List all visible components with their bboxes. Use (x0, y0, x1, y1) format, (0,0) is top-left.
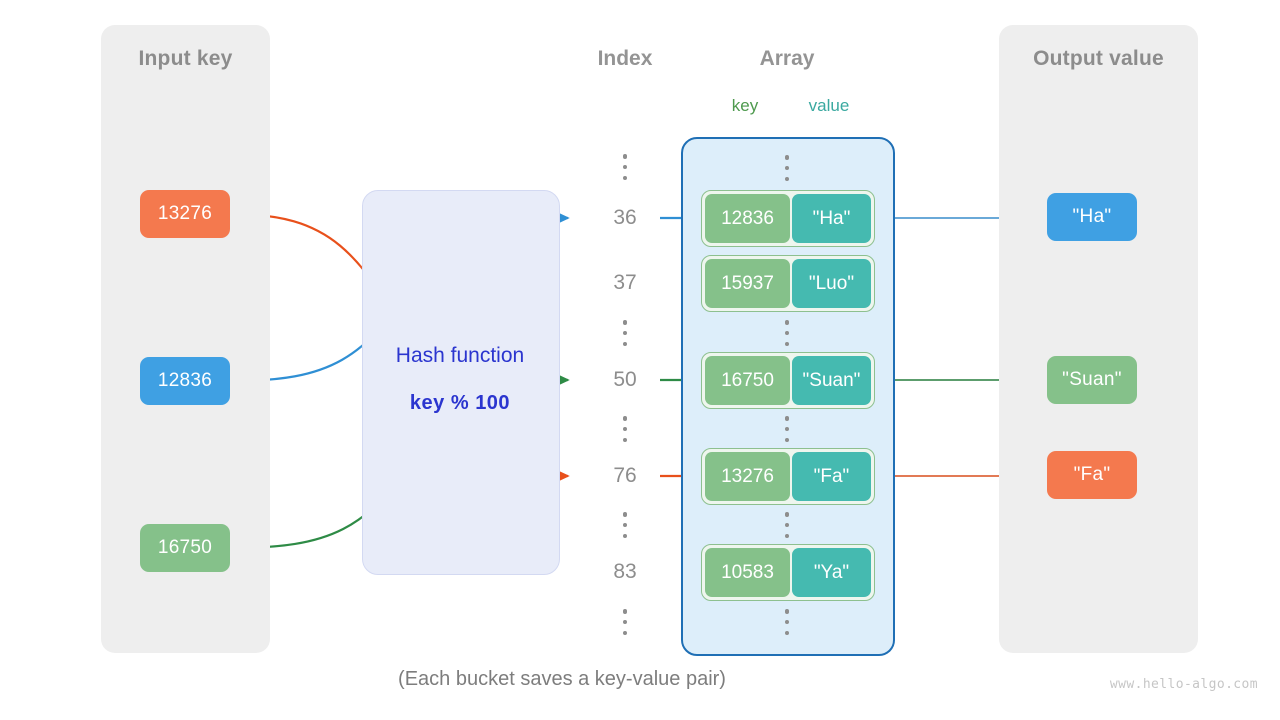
bucket-key-4: 10583 (705, 548, 790, 597)
hash-function-label: Hash function (395, 344, 525, 367)
output-value-2: "Fa" (1047, 451, 1137, 499)
index-label-50: 50 (613, 368, 637, 391)
output-value-1: "Suan" (1047, 356, 1137, 404)
array-column-title: Array (759, 47, 815, 70)
index-label-37: 37 (613, 271, 637, 294)
index-ellipsis-4 (617, 512, 633, 538)
hash-function-formula: key % 100 (409, 392, 511, 414)
array-bucket-4: 10583 "Ya" (701, 544, 875, 601)
source-watermark: www.hello-algo.com (1109, 677, 1258, 692)
bucket-key-3: 13276 (705, 452, 790, 501)
array-ellipsis-top (779, 155, 795, 181)
bucket-value-0: "Ha" (791, 194, 871, 243)
bucket-value-1: "Luo" (791, 259, 871, 308)
bucket-value-3: "Fa" (791, 452, 871, 501)
bucket-key-0: 12836 (705, 194, 790, 243)
input-key-0: 13276 (140, 190, 230, 238)
index-label-36: 36 (613, 206, 637, 229)
index-ellipsis-2 (617, 320, 633, 346)
array-ellipsis-3 (779, 416, 795, 442)
bucket-key-2: 16750 (705, 356, 790, 405)
hash-function-box (362, 190, 560, 575)
index-ellipsis-3 (617, 416, 633, 442)
output-value-0: "Ha" (1047, 193, 1137, 241)
array-ellipsis-2 (779, 320, 795, 346)
input-panel-title: Input key (138, 47, 233, 70)
array-bucket-2: 16750 "Suan" (701, 352, 875, 409)
array-bucket-1: 15937 "Luo" (701, 255, 875, 312)
input-key-1: 12836 (140, 357, 230, 405)
bucket-key-1: 15937 (705, 259, 790, 308)
output-value-panel: Output value (999, 25, 1198, 653)
array-ellipsis-bottom (779, 609, 795, 635)
index-column-title: Index (597, 47, 653, 70)
array-bucket-3: 13276 "Fa" (701, 448, 875, 505)
array-ellipsis-4 (779, 512, 795, 538)
diagram-caption: (Each bucket saves a key-value pair) (398, 668, 726, 690)
index-ellipsis-top (617, 154, 633, 180)
bucket-value-2: "Suan" (791, 356, 871, 405)
bucket-value-4: "Ya" (791, 548, 871, 597)
index-ellipsis-bottom (617, 609, 633, 635)
output-panel-title: Output value (1033, 47, 1164, 70)
input-key-2: 16750 (140, 524, 230, 572)
array-value-header: value (808, 96, 850, 115)
index-label-83: 83 (613, 560, 637, 583)
index-label-76: 76 (613, 464, 637, 487)
array-bucket-0: 12836 "Ha" (701, 190, 875, 247)
array-key-header: key (731, 96, 759, 115)
